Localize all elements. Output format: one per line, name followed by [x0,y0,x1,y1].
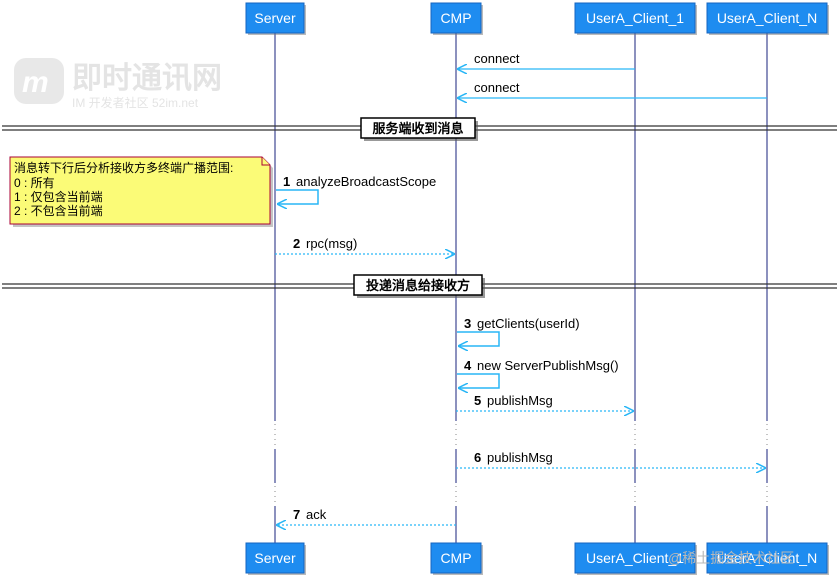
message-3: 3 getClients(userId) [457,316,580,346]
watermark-bottom-text: @稀土掘金技术社区 [668,550,794,566]
participant-label: Server [254,10,296,26]
participant-cmp-bottom: CMP [430,542,483,575]
message-number: 5 [474,393,481,408]
participant-label: UserA_Client_N [717,550,817,566]
message-connect-0: connect [458,51,635,69]
message-number: 4 [464,358,472,373]
watermark-top: m 即时通讯网 IM 开发者社区 52im.net [14,58,222,110]
participant-client1-bottom: UserA_Client_1 [574,542,697,575]
message-number: 1 [283,174,290,189]
message-7: 7 ack [277,507,456,525]
message-label: rpc(msg) [306,236,357,251]
watermark-main-text: 即时通讯网 [72,62,222,95]
message-label: ack [306,507,327,522]
note-broadcast-scope: 消息转下行后分析接收方多终端广播范围: 0 : 所有 1 : 仅包含当前端 2 … [9,156,273,227]
note-line: 消息转下行后分析接收方多终端广播范围: [14,160,233,175]
divider-deliver-message: 投递消息给接收方 [2,274,837,298]
participant-label: UserA_Client_1 [586,10,684,26]
participant-label: Server [254,550,296,566]
participant-label: CMP [440,10,471,26]
watermark-sub-text: IM 开发者社区 52im.net [72,95,199,110]
participant-label: CMP [440,550,471,566]
participant-clientn-top: UserA_Client_N [706,2,829,35]
note-line: 0 : 所有 [14,176,55,190]
message-label: publishMsg [487,450,553,465]
participants-bottom: Server CMP UserA_Client_1 UserA_Client_N [245,542,829,575]
watermark-logo-icon: m [14,58,64,104]
note-line: 2 : 不包含当前端 [14,203,103,218]
message-arrow [276,189,319,204]
message-label: connect [474,51,520,66]
messages: connect connect 1 analyzeBroadcastScope 2 rpc… [275,51,767,525]
participant-server-bottom: Server [245,542,306,575]
message-label: new ServerPublishMsg() [477,358,619,373]
message-number: 6 [474,450,481,465]
participant-label: UserA_Client_1 [586,550,684,566]
participant-server-top: Server [245,2,306,35]
divider-label: 服务端收到消息 [372,121,463,136]
participants-top: Server CMP UserA_Client_1 UserA_Client_N [245,2,829,35]
message-5: 5 publishMsg [456,393,633,411]
message-label: getClients(userId) [477,316,580,331]
divider-server-received: 服务端收到消息 [2,117,837,141]
message-2: 2 rpc(msg) [275,236,454,254]
message-arrow [457,373,500,388]
message-4: 4 new ServerPublishMsg() [457,358,619,388]
watermark-logo-letter: m [22,66,49,99]
message-label: analyzeBroadcastScope [296,174,436,189]
message-number: 3 [464,316,471,331]
message-number: 7 [293,507,300,522]
participant-clientn-bottom: UserA_Client_N [706,542,829,575]
message-label: publishMsg [487,393,553,408]
participant-cmp-top: CMP [430,2,483,35]
message-6: 6 publishMsg [456,450,765,468]
participant-client1-top: UserA_Client_1 [574,2,697,35]
message-connect-1: connect [458,80,767,98]
note-line: 1 : 仅包含当前端 [14,189,103,204]
message-1: 1 analyzeBroadcastScope [276,174,436,204]
divider-label: 投递消息给接收方 [366,278,470,293]
participant-label: UserA_Client_N [717,10,817,26]
message-number: 2 [293,236,300,251]
message-label: connect [474,80,520,95]
message-arrow [457,331,500,346]
